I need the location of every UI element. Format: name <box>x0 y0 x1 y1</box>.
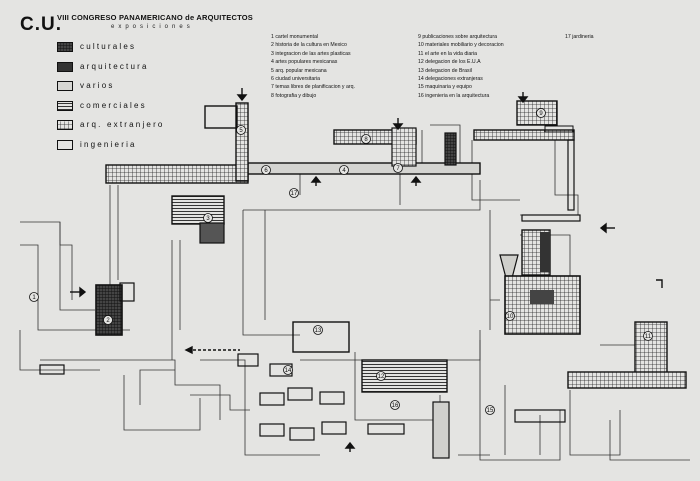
swatch-comerciales <box>57 100 73 111</box>
list-item: 14 delegaciones extranjeras <box>418 75 483 82</box>
exhibit-list-left: 1 cartel monumental 2 historia de la cul… <box>271 33 355 100</box>
legend-label: varios <box>80 81 115 91</box>
legend-label: comerciales <box>80 100 147 110</box>
legend-label: arq. extranjero <box>80 120 165 130</box>
legend-label: ingenieria <box>80 139 137 149</box>
plan-label-4: 4 <box>342 168 346 174</box>
list-item: 13 delegacion de Brasil <box>418 67 472 74</box>
exhibit-list-right: 9 publicaciones sobre arquitectura 10 ma… <box>418 33 504 100</box>
swatch-culturales <box>57 42 73 52</box>
exhibit-list-extra: 17 jardineria <box>565 34 594 40</box>
plan-label-14: 14 <box>285 368 292 374</box>
swatch-varios <box>57 81 73 92</box>
swatch-arquitectura <box>57 61 73 72</box>
list-item: 5 arq. popular mexicana <box>271 67 327 74</box>
list-item: 12 delegacion de los E.U.A <box>418 59 481 66</box>
plan-label-3: 3 <box>206 216 210 222</box>
plan-label-16: 16 <box>392 403 399 409</box>
plan-label-15: 15 <box>487 408 494 414</box>
legend-label: arquitectura <box>80 61 149 71</box>
plan-label-2: 2 <box>106 318 110 324</box>
legend-label: culturales <box>80 42 137 51</box>
plan-label-12: 12 <box>378 374 385 380</box>
plan-label-17: 17 <box>291 191 298 197</box>
list-item: 6 ciudad universitaria <box>271 75 321 82</box>
list-item: 10 materiales mobiliario y decoracion <box>418 42 504 49</box>
list-item: 3 integracion de las artes plasticas <box>271 50 351 57</box>
list-item: 15 maquinaria y equipo <box>418 84 472 91</box>
swatch-ingenieria <box>57 139 73 150</box>
list-item: 16 ingenieria en la arquitectura <box>418 92 490 99</box>
list-item: 8 fotografia y dibujo <box>271 92 317 99</box>
plan-label-7: 7 <box>396 166 400 172</box>
list-item: 9 publicaciones sobre arquitectura <box>418 34 498 40</box>
plan-label-10: 10 <box>507 314 514 320</box>
cu-logo: C.U. <box>20 14 62 35</box>
list-item: 7 temas libres de planificacion y arq. <box>271 84 355 91</box>
list-item: 4 artes populares mexicanas <box>271 59 338 66</box>
plan-label-13: 13 <box>315 328 322 334</box>
plan-label-9: 9 <box>539 111 543 117</box>
main-walkway <box>105 102 581 222</box>
plan-label-6: 6 <box>264 168 268 174</box>
list-item: 2 historia de la cultura en Mexico <box>271 42 347 49</box>
list-item: 11 el arte en la vida diaria <box>418 50 478 57</box>
plan-label-5: 5 <box>239 128 243 134</box>
plan-label-11: 11 <box>645 334 652 340</box>
plan-label-1: 1 <box>32 295 36 301</box>
plan-label-8: 8 <box>364 137 368 143</box>
list-item: 1 cartel monumental <box>271 34 318 40</box>
arrows <box>70 88 663 452</box>
exhibition-title: VIII CONGRESO PANAMERICANO de ARQUITECTO… <box>57 13 253 22</box>
exhibition-subtitle: exposiciones <box>111 24 194 30</box>
legend-swatches <box>58 43 73 130</box>
swatch-arq-extranjero <box>57 120 73 131</box>
